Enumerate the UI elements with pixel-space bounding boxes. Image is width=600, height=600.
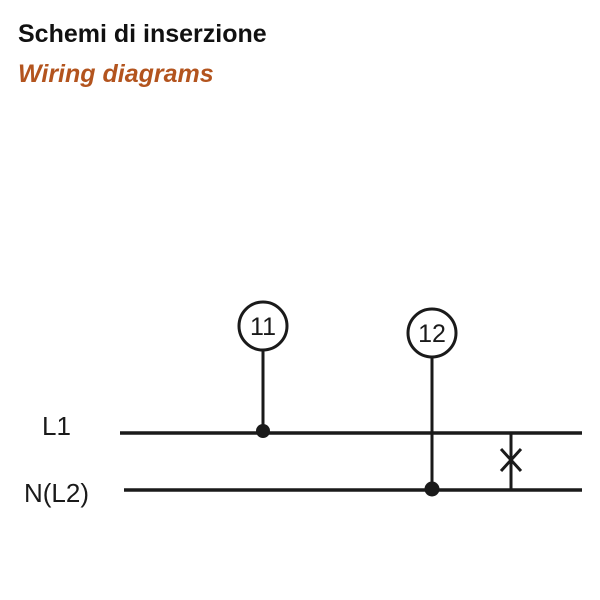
junction-dot-neutral [424, 481, 440, 497]
terminal-12-circle [406, 307, 458, 359]
label-l1: L1 [42, 411, 71, 441]
terminal-11-circle [237, 300, 289, 352]
title-english: Wiring diagrams [18, 60, 214, 88]
terminal-12-label: 12 [418, 320, 446, 348]
label-neutral: N(L2) [24, 478, 89, 508]
load-cross-icon [499, 447, 523, 473]
junction-dot-l1 [256, 424, 270, 438]
terminal-11-label: 11 [250, 313, 276, 341]
title-italian: Schemi di inserzione [18, 20, 267, 48]
